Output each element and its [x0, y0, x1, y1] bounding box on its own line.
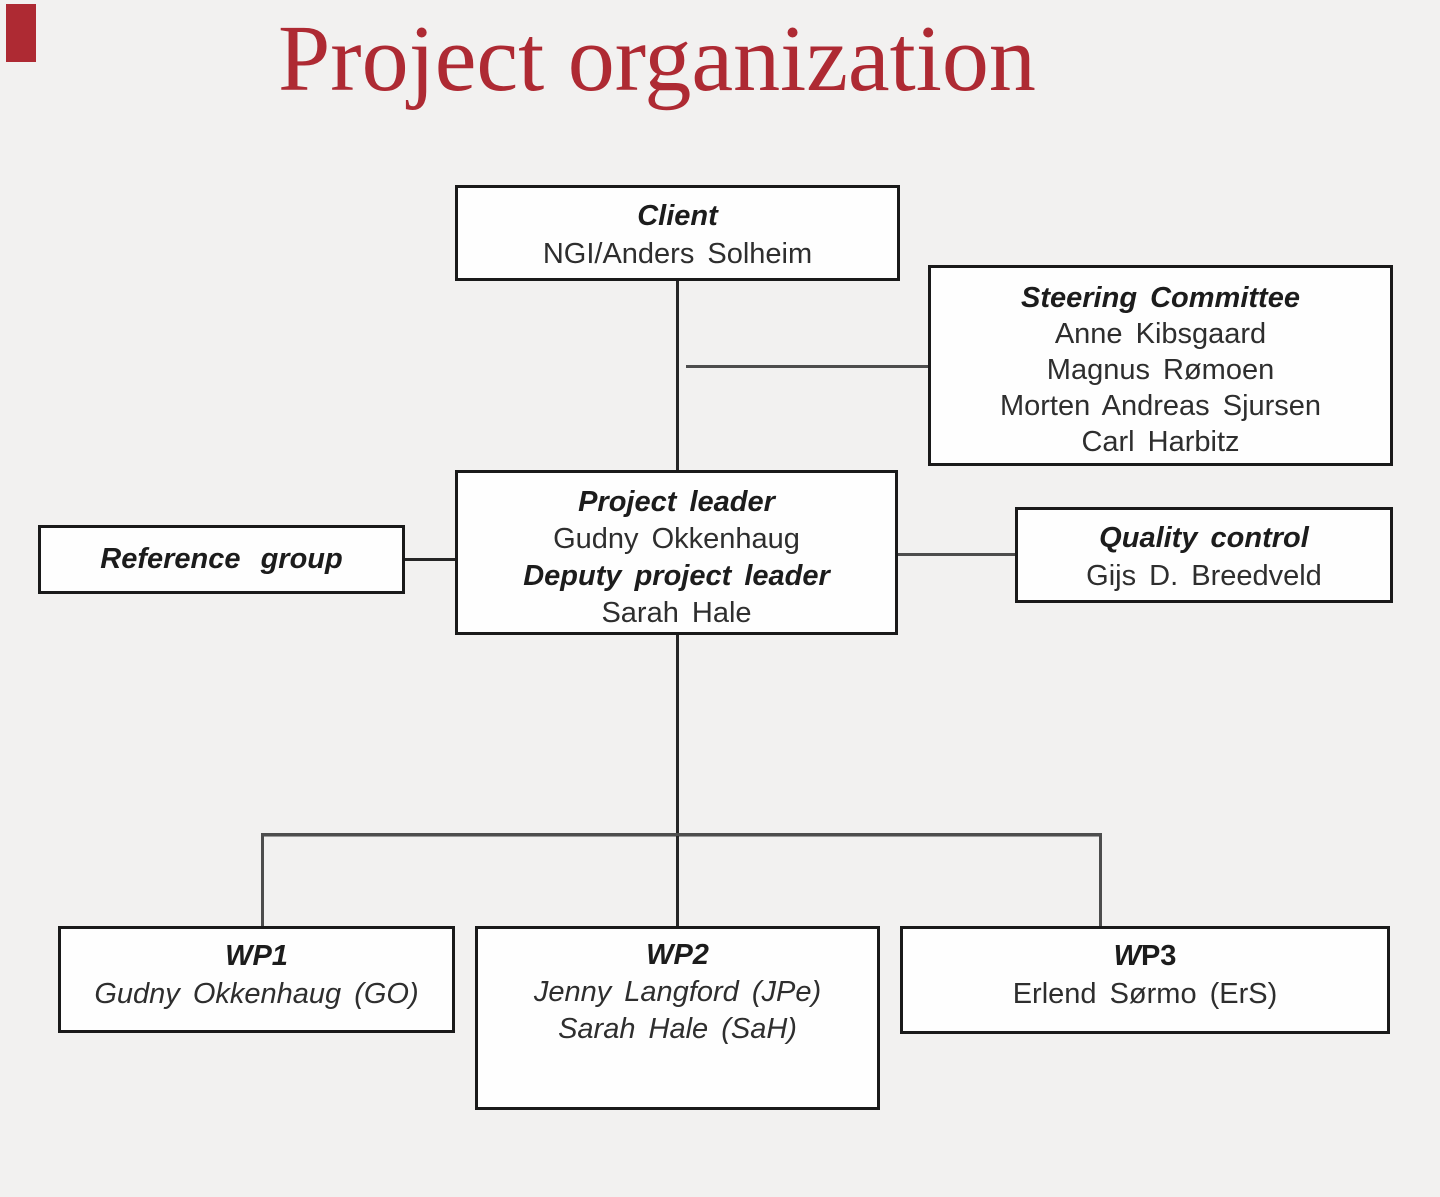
box-project-leader: Project leader Gudny Okkenhaug Deputy pr… — [455, 470, 898, 635]
wp3-header-italic: W — [1113, 940, 1141, 972]
wp3-header-upright: P3 — [1140, 940, 1177, 972]
box-wp3: WP3 Erlend Sørmo (ErS) — [900, 926, 1390, 1034]
box-quality-control: Quality control Gijs D. Breedveld — [1015, 507, 1393, 603]
reference-header: Reference group — [100, 543, 343, 575]
connector-steering-branch — [686, 365, 928, 368]
connector-reference-group — [405, 558, 455, 561]
wp3-member: Erlend Sørmo (ErS) — [1012, 978, 1278, 1010]
connector-leader-down — [676, 635, 679, 836]
box-wp2: WP2 Jenny Langford (JPe) Sarah Hale (SaH… — [475, 926, 880, 1110]
box-steering-committee: Steering Committee Anne Kibsgaard Magnus… — [928, 265, 1393, 466]
client-header: Client — [637, 200, 718, 232]
steering-member: Anne Kibsgaard — [1054, 318, 1267, 350]
wp2-header: WP2 — [646, 939, 709, 971]
page-title: Project organization — [278, 7, 1036, 111]
box-client: Client NGI/Anders Solheim — [455, 185, 900, 281]
connector-client-leader — [676, 281, 679, 470]
steering-header: Steering Committee — [1021, 282, 1300, 314]
quality-name: Gijs D. Breedveld — [1086, 560, 1322, 592]
deputy-name: Sarah Hale — [601, 597, 752, 629]
steering-member: Morten Andreas Sjursen — [999, 390, 1322, 422]
connector-drop-wp3 — [1099, 833, 1102, 926]
wp3-header: WP3 — [903, 937, 1387, 975]
steering-member: Magnus Rømoen — [1046, 354, 1275, 386]
wp1-member: Gudny Okkenhaug (GO) — [94, 978, 419, 1010]
connector-quality-control — [898, 553, 1015, 556]
box-wp1: WP1 Gudny Okkenhaug (GO) — [58, 926, 455, 1033]
deputy-header: Deputy project leader — [523, 560, 830, 592]
connector-distributor — [261, 833, 1102, 837]
wp2-member: Jenny Langford (JPe) — [533, 976, 822, 1008]
client-name: NGI/Anders Solheim — [542, 238, 813, 270]
slide-accent-bar — [6, 4, 36, 62]
quality-header: Quality control — [1099, 522, 1309, 554]
steering-member: Carl Harbitz — [1081, 426, 1240, 458]
wp1-header: WP1 — [225, 940, 288, 972]
connector-drop-wp1 — [261, 833, 264, 926]
wp2-member: Sarah Hale (SaH) — [558, 1013, 797, 1045]
connector-drop-wp2 — [676, 836, 679, 926]
leader-header: Project leader — [578, 486, 775, 518]
box-reference-group: Reference group — [38, 525, 405, 594]
leader-name: Gudny Okkenhaug — [553, 523, 800, 555]
